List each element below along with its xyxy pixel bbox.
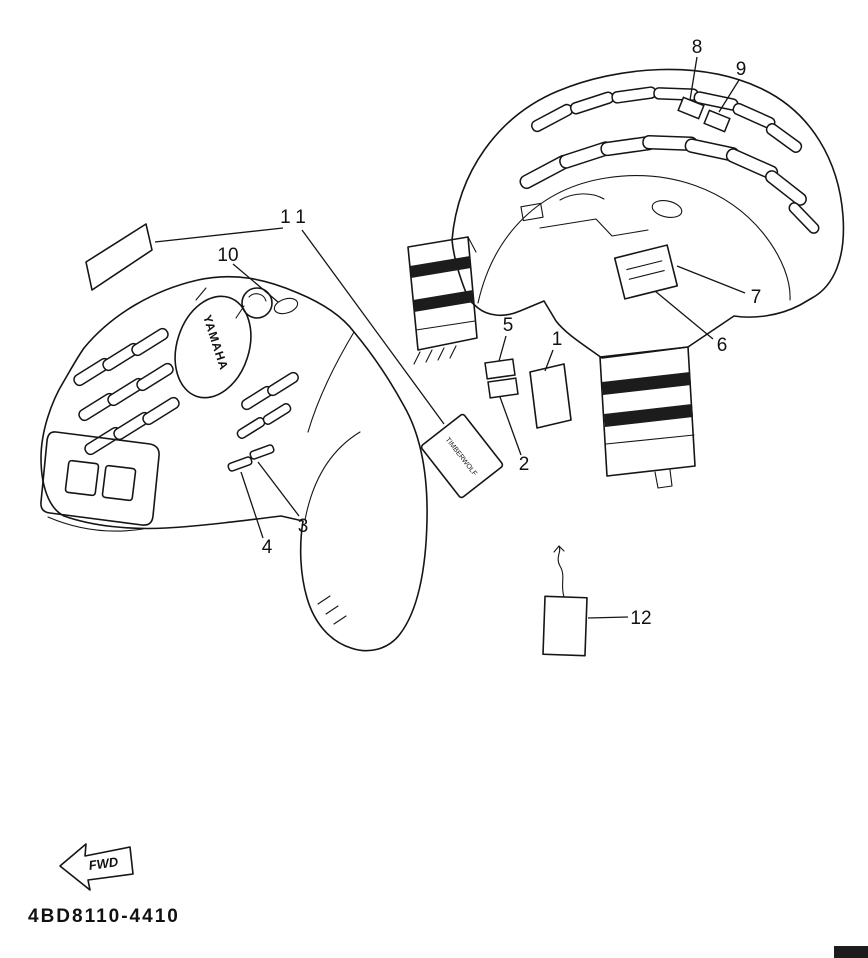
rear-fender-assembly (407, 68, 845, 489)
fuel-cap (241, 287, 273, 319)
callout-4: 4 (262, 537, 273, 558)
rear-rack-slots-upper (531, 86, 803, 153)
front-vent-slots (73, 327, 299, 456)
callout-5: 5 (503, 315, 514, 336)
callout-12: 12 (630, 608, 651, 629)
decal-part8-target (677, 96, 705, 120)
decal-part10-target (273, 297, 299, 315)
decal-part4-target (227, 456, 253, 472)
callout-numbers: 1 2 3 4 5 6 7 8 9 10 11 12 (217, 37, 761, 629)
decal-part9-target (703, 109, 731, 133)
rear-left-mudflap (407, 236, 478, 365)
decal-part12-tag (542, 545, 588, 657)
callout-7: 7 (751, 287, 762, 308)
rear-rack-slots-lower (519, 135, 820, 234)
callout-2: 2 (519, 454, 530, 475)
model-tag-text: TIMBERWOLF (444, 436, 478, 477)
decal-emblem-parallelogram (85, 223, 153, 291)
headlight-pod (40, 431, 160, 532)
callout-3: 3 (298, 516, 309, 537)
yamaha-logo-text: YAMAHA (200, 313, 231, 372)
decal-part1-target (529, 363, 572, 429)
rear-right-flap (599, 346, 696, 489)
callout-6: 6 (717, 335, 728, 356)
callout-8: 8 (692, 37, 703, 58)
fwd-direction-arrow: FWD (59, 843, 134, 891)
decal-model-tag: TIMBERWOLF (420, 413, 504, 499)
decal-part3-target (249, 444, 275, 460)
part-code: 4BD8110-4410 (28, 906, 180, 927)
fuel-tank-cover: YAMAHA (174, 287, 252, 399)
front-fender-assembly: YAMAHA (40, 223, 504, 652)
decal-part5-target (484, 358, 519, 399)
callout-11: 11 (280, 207, 312, 228)
fwd-arrow-label: FWD (88, 854, 120, 873)
corner-mark (834, 946, 868, 958)
loose-decals (484, 358, 588, 657)
leader-lines (154, 56, 746, 619)
decal-warning-label (613, 244, 679, 300)
callout-9: 9 (736, 59, 747, 80)
rear-center-details (520, 193, 683, 237)
callout-10: 10 (217, 245, 238, 266)
callout-1: 1 (552, 329, 563, 350)
